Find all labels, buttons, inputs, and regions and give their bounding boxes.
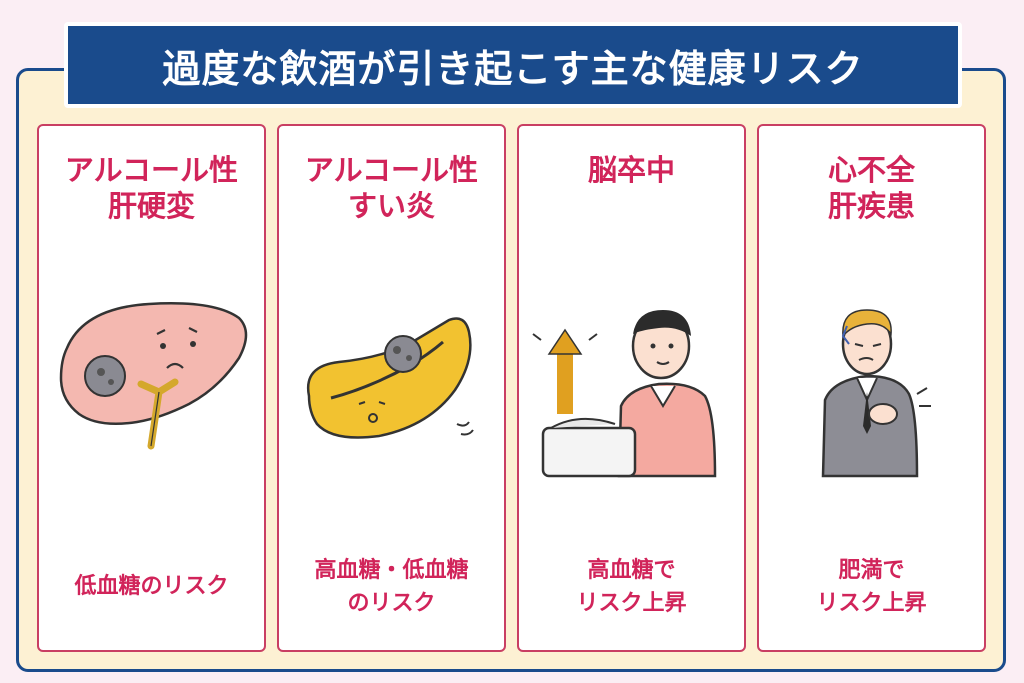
- card-risk-text: 高血糖で リスク上昇: [576, 558, 687, 616]
- risk-card-pancreatitis: アルコール性 すい炎 高血糖・低血糖 のリスク: [277, 124, 506, 652]
- liver-icon: [59, 302, 248, 450]
- chest-pain-icon: [821, 309, 931, 478]
- pancreas-icon: [306, 317, 474, 439]
- page-title: 過度な飲酒が引き起こす主な健康リスク: [64, 22, 962, 108]
- card-title: アルコール性 肝硬変: [64, 153, 239, 223]
- card-risk-text: 高血糖・低血糖 のリスク: [314, 558, 469, 616]
- card-risk-text: 低血糖のリスク: [74, 574, 229, 599]
- card-title: 脳卒中: [587, 153, 675, 187]
- blood-pressure-icon: [532, 310, 717, 478]
- risk-card-heart-liver: 心不全 肝疾患 肥満で リスク上昇: [757, 124, 986, 652]
- risk-card-liver-cirrhosis: アルコール性 肝硬変 低血糖のリスク: [37, 124, 266, 652]
- card-risk-text: 肥満で リスク上昇: [816, 558, 927, 616]
- risk-card-stroke: 脳卒中 高血糖で リスク上昇: [517, 124, 746, 652]
- card-title: 心不全 肝疾患: [827, 153, 915, 223]
- card-title: アルコール性 すい炎: [304, 153, 479, 223]
